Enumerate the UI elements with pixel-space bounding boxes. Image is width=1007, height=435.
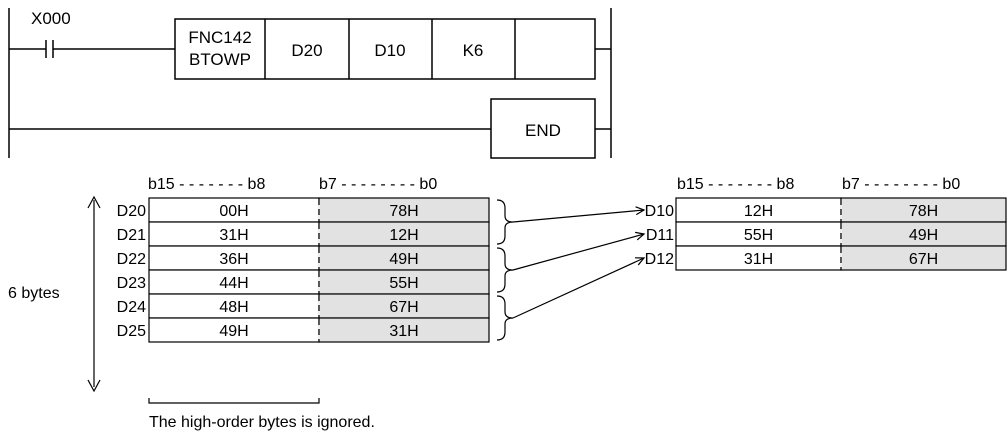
mapping-arrow-line [512, 233, 645, 271]
dest-header-low: b7 - - - - - - - - b0 [842, 176, 960, 193]
dest-register-label: D12 [645, 251, 674, 268]
source-register-label: D25 [117, 323, 146, 340]
ignored-bracket-line [148, 398, 320, 404]
source-header-high: b15 - - - - - - - b8 [148, 176, 265, 193]
source-low-cell [318, 269, 490, 295]
source-high-cell [148, 293, 320, 319]
source-high-value: 48H [219, 299, 248, 316]
pair-brace [496, 247, 514, 293]
source-low-value: 31H [389, 323, 418, 340]
source-register-label: D21 [117, 227, 146, 244]
source-table: D20 00H 78H D21 31H 12H D22 36H 49H D23 44H 55H D24 4… [117, 197, 490, 343]
source-register-label: D20 [117, 203, 146, 220]
dest-low-cell [840, 221, 1007, 247]
ignored-bracket [148, 398, 320, 404]
source-low-cell [318, 293, 490, 319]
dest-register-label: D10 [645, 203, 674, 220]
mapping-arrow-line [512, 257, 645, 319]
source-high-value: 00H [219, 203, 248, 220]
operand-count: K6 [463, 41, 484, 60]
source-high-cell [148, 317, 320, 343]
dest-register-label: D11 [646, 227, 674, 244]
source-low-value: 67H [389, 299, 418, 316]
source-high-value: 36H [219, 251, 248, 268]
source-low-value: 49H [389, 251, 418, 268]
dest-low-value: 78H [909, 203, 938, 220]
dest-high-value: 55H [744, 227, 773, 244]
source-high-value: 31H [219, 227, 248, 244]
dest-header-high: b15 - - - - - - - b8 [677, 176, 794, 193]
dest-high-value: 31H [744, 251, 773, 268]
instruction-mnemonic: BTOWP [189, 50, 251, 69]
source-low-cell [318, 317, 490, 343]
source-high-value: 44H [219, 275, 248, 292]
destination-headers: b15 - - - - - - - b8 b7 - - - - - - - - … [677, 176, 960, 193]
mapping-arrow-head [635, 206, 646, 216]
size-label: 6 bytes [8, 285, 60, 302]
dest-high-value: 12H [744, 203, 773, 220]
mapping-arrows [512, 206, 646, 319]
end-label: END [525, 121, 561, 140]
dest-low-value: 49H [909, 227, 938, 244]
ladder-text: X000 FNC142 BTOWP D20 D10 K6 END [31, 9, 561, 140]
operand-source: D20 [291, 41, 322, 60]
source-headers: b15 - - - - - - - b8 b7 - - - - - - - - … [148, 176, 437, 193]
contact-label: X000 [31, 9, 71, 28]
pair-braces [496, 199, 514, 341]
mapping-arrow-head [635, 231, 646, 241]
dest-high-cell [675, 197, 842, 223]
operand-destination: D10 [374, 41, 405, 60]
source-low-value: 12H [389, 227, 418, 244]
size-arrow-head-down [87, 379, 101, 393]
source-register-label: D23 [117, 275, 146, 292]
size-arrow-head-up [87, 195, 101, 209]
ladder-program [8, 8, 612, 159]
destination-table: D10 12H 78H D11 55H 49H D12 31H 67H [645, 197, 1007, 271]
source-high-cell [148, 269, 320, 295]
pair-brace [496, 199, 514, 245]
source-high-cell [148, 245, 320, 271]
dest-low-value: 67H [909, 251, 938, 268]
pair-brace [496, 295, 514, 341]
dest-high-cell [675, 245, 842, 271]
source-header-low: b7 - - - - - - - - b0 [319, 176, 437, 193]
instruction-code: FNC142 [188, 28, 251, 47]
size-arrow [87, 195, 101, 393]
mapping-arrow-head [634, 257, 646, 266]
mapping-arrow-line [512, 209, 645, 223]
ignored-note: The high-order bytes is ignored. [149, 414, 375, 431]
source-low-value: 55H [389, 275, 418, 292]
source-register-label: D24 [117, 299, 146, 316]
source-low-value: 78H [389, 203, 418, 220]
source-high-cell [148, 197, 320, 223]
source-high-value: 49H [219, 323, 248, 340]
source-register-label: D22 [117, 251, 146, 268]
